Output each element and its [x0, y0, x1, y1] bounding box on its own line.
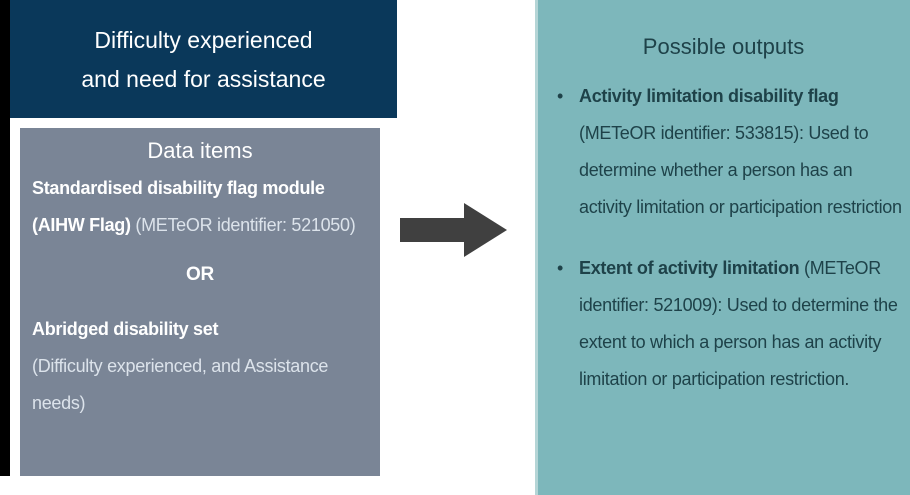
data-item-1-identifier: (METeOR identifier: 521050)	[135, 215, 356, 235]
data-items-title: Data items	[147, 138, 253, 163]
output-2-name: Extent of activity limitation	[579, 258, 800, 278]
possible-outputs-box: Possible outputs • Activity limitation d…	[535, 0, 910, 495]
data-item-1: Standardised disability flag module (AIH…	[32, 170, 368, 244]
output-item-text: Activity limitation disability flag (MET…	[579, 78, 904, 226]
left-black-edge	[0, 0, 10, 476]
data-items-box: Data items Standardised disability flag …	[20, 128, 380, 476]
output-item-text: Extent of activity limitation (METeOR id…	[579, 250, 904, 398]
output-1-description: (METeOR identifier: 533815): Used to det…	[579, 123, 902, 217]
output-item-activity-limitation-flag: • Activity limitation disability flag (M…	[557, 78, 904, 226]
output-item-extent-of-limitation: • Extent of activity limitation (METeOR …	[557, 250, 904, 398]
right-arrow-head	[464, 203, 507, 257]
data-item-2: Abridged disability set (Difficulty expe…	[32, 311, 368, 422]
data-item-1-name: Standardised disability flag module (AIH…	[32, 178, 325, 235]
input-header-line1: Difficulty experienced	[94, 27, 313, 53]
bullet-icon: •	[557, 258, 564, 278]
data-item-2-name: Abridged disability set	[32, 319, 219, 339]
input-header-line2: and need for assistance	[81, 66, 326, 92]
output-1-name: Activity limitation disability flag	[579, 86, 839, 106]
bullet-icon: •	[557, 86, 564, 106]
or-label: OR	[186, 264, 214, 285]
right-arrow-shaft	[400, 218, 464, 242]
input-header-box: Difficulty experienced and need for assi…	[10, 0, 397, 118]
data-item-2-detail: (Difficulty experienced, and Assistance …	[32, 356, 329, 413]
output-2-description: (METeOR identifier: 521009): Used to det…	[579, 258, 898, 389]
possible-outputs-title: Possible outputs	[642, 34, 805, 59]
right-arrow-icon	[400, 200, 510, 260]
